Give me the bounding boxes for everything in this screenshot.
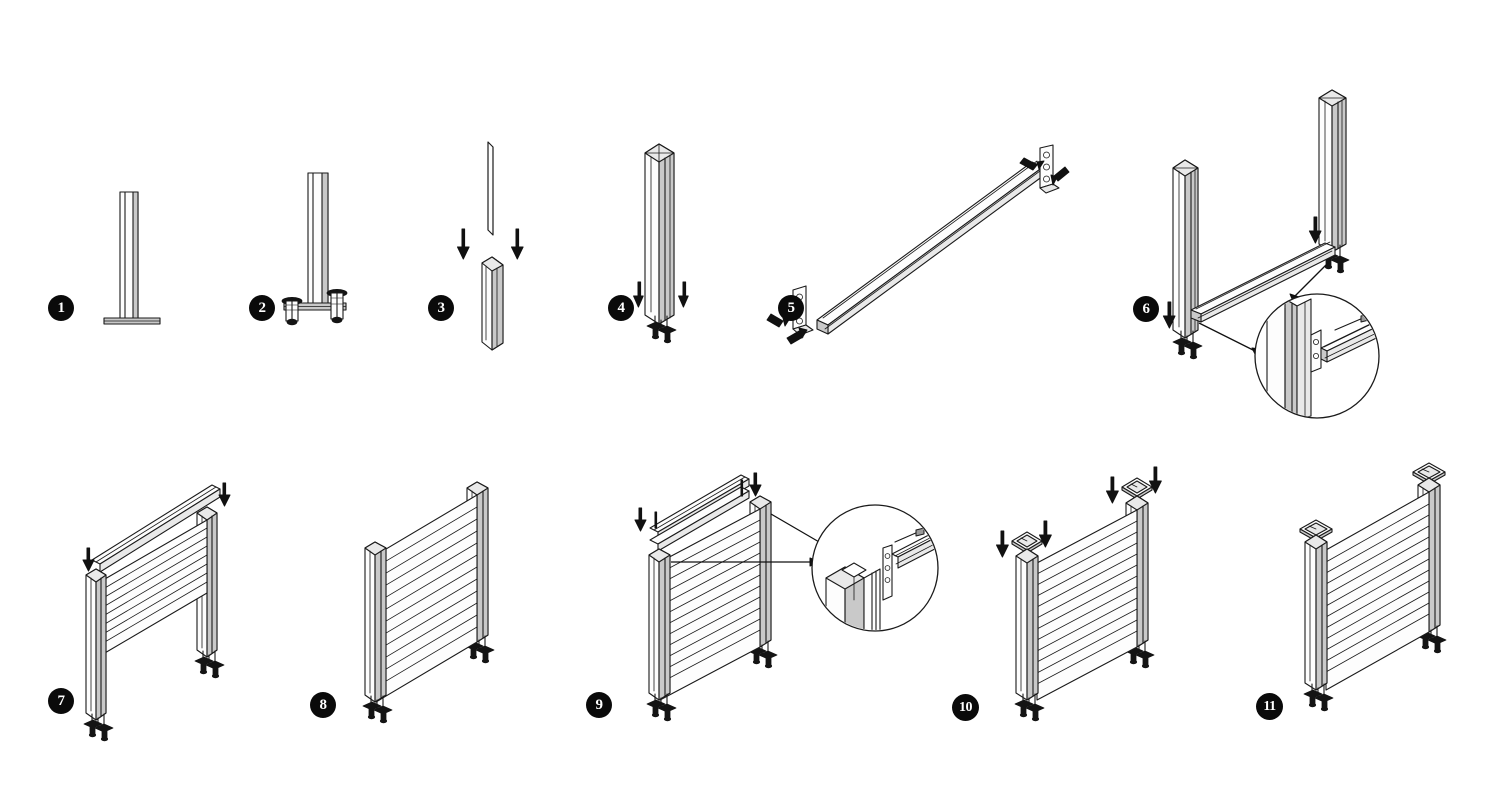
step-badge-5: 5 xyxy=(778,295,804,321)
rail-arrow-left-outer xyxy=(634,507,647,532)
slat-infill-stacking-drawing xyxy=(82,482,231,742)
step-badge-10: 10 xyxy=(952,694,979,721)
step-6-figure xyxy=(1135,80,1510,419)
slat-lines xyxy=(1325,503,1430,673)
step-badge-3: 3 xyxy=(428,295,454,321)
insert-strip xyxy=(487,141,494,236)
slats xyxy=(1036,509,1138,701)
step-badge-8: 8 xyxy=(310,692,336,718)
slat-arrow-left xyxy=(82,547,95,572)
direction-arrow-right xyxy=(678,281,689,308)
step-8-figure xyxy=(340,470,540,750)
post-cap-fitting-drawing xyxy=(996,466,1162,722)
bottom-rail-between-posts-drawing xyxy=(1162,89,1380,419)
slat-arrow-right xyxy=(218,482,231,507)
step-9-figure xyxy=(630,470,939,750)
rail-arrow-right-inner xyxy=(740,479,744,497)
direction-arrow-right xyxy=(1308,216,1322,244)
panel-fully-slatted-drawing xyxy=(362,481,495,724)
bottom-rail xyxy=(1190,241,1336,323)
step-1-figure xyxy=(40,170,200,345)
step-badge-9: 9 xyxy=(586,692,612,718)
direction-arrow-left xyxy=(1162,301,1176,329)
post-sleeve-insert-drawing xyxy=(457,141,524,351)
base-hardware-left xyxy=(1303,683,1334,712)
post-cap-right xyxy=(1121,477,1153,500)
step-11-figure xyxy=(1285,445,1495,745)
post-left xyxy=(1172,159,1199,339)
rail xyxy=(816,160,1044,335)
cap-arrow-left-outer xyxy=(1039,520,1052,548)
post-cap-left xyxy=(1299,519,1333,542)
step-10-figure xyxy=(985,465,1205,750)
bracket-right xyxy=(1039,144,1060,194)
top-rail-bracket-detail xyxy=(811,504,939,632)
base-anchor-hardware xyxy=(646,315,677,344)
slats xyxy=(97,519,208,658)
rail-arrow-left-inner xyxy=(654,511,658,529)
post-sleeve xyxy=(481,256,504,351)
slat-lines xyxy=(1036,520,1138,685)
slats xyxy=(1325,491,1430,691)
step-badge-11: 11 xyxy=(1256,693,1283,720)
post-left xyxy=(1015,548,1039,701)
post-right xyxy=(1318,89,1347,253)
cap-arrow-right-outer xyxy=(1149,466,1162,494)
direction-arrow-right xyxy=(511,228,524,260)
base-hardware-left xyxy=(83,713,114,742)
slats xyxy=(375,494,478,703)
base-hardware-left xyxy=(362,695,393,724)
cap-arrow-right-inner xyxy=(1106,476,1119,504)
direction-arrow-left xyxy=(633,281,644,308)
step-2-figure xyxy=(240,165,410,345)
cap-arrow-left-inner xyxy=(996,530,1009,558)
rail-with-end-brackets-drawing xyxy=(766,144,1070,345)
post-left xyxy=(364,541,387,703)
rail-arrow-right-outer xyxy=(749,472,762,497)
post-shadow-face xyxy=(132,191,139,319)
completed-fence-panel-drawing xyxy=(1299,462,1447,712)
bracket-arrow-right-b xyxy=(1050,166,1070,186)
post-base-anchor-bolts-drawing xyxy=(281,172,348,326)
base-hardware-left xyxy=(646,693,677,722)
post-with-base-plate-drawing xyxy=(103,191,161,325)
post-body xyxy=(644,143,675,325)
assembled-post-isometric-drawing xyxy=(633,143,689,344)
loose-slat xyxy=(91,484,221,573)
post-shadow-face xyxy=(321,172,329,306)
top-rail xyxy=(649,474,750,552)
post-left xyxy=(1304,534,1328,691)
anchor-bolt-right xyxy=(326,289,348,324)
slat-lines xyxy=(375,506,478,688)
base-hardware-right xyxy=(194,650,225,679)
anchor-bolt-left xyxy=(281,296,303,326)
step-5-figure xyxy=(766,140,1075,365)
bracket-arrow-left-b xyxy=(786,327,808,345)
step-badge-2: 2 xyxy=(249,295,275,321)
step-7-figure xyxy=(60,475,260,745)
slat-lines xyxy=(97,527,208,647)
step-badge-4: 4 xyxy=(608,295,634,321)
base-hardware-left xyxy=(1014,693,1045,722)
direction-arrow-left xyxy=(457,228,470,260)
step-badge-6: 6 xyxy=(1133,296,1159,322)
step-badge-7: 7 xyxy=(48,688,74,714)
bracket-arrow-right-a xyxy=(1019,157,1045,171)
step-4-figure xyxy=(625,130,765,345)
post-left xyxy=(85,568,107,721)
post-left xyxy=(648,548,671,701)
step-3-figure xyxy=(440,135,580,360)
step-badge-1: 1 xyxy=(48,295,74,321)
rail-to-post-bracket-detail xyxy=(1254,293,1380,419)
top-rail-fitting-drawing xyxy=(634,472,939,722)
base-hardware-left xyxy=(1172,330,1203,360)
